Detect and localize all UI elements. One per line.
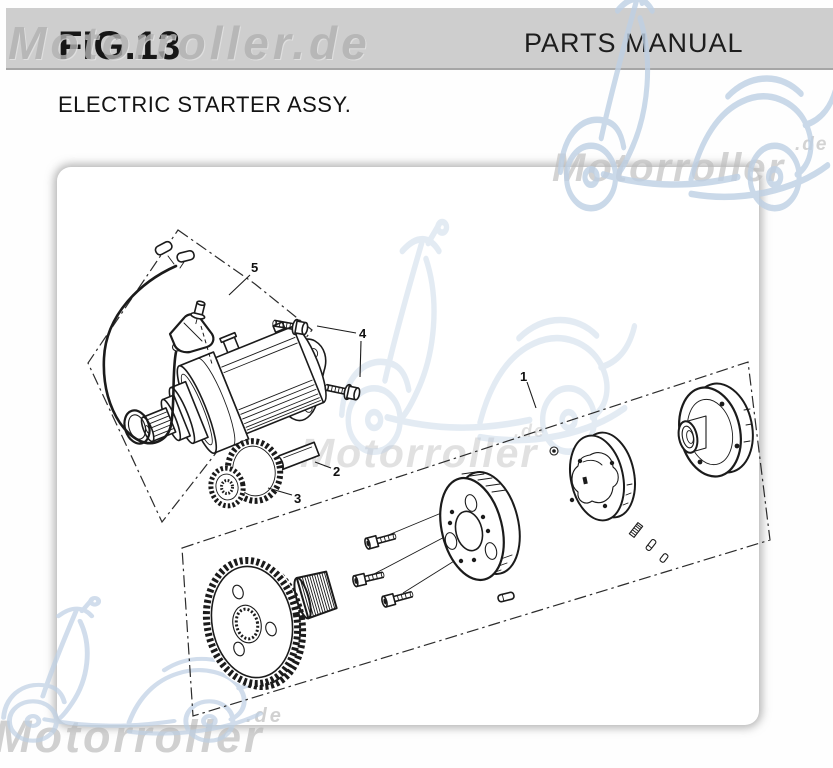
watermark-suffix: .de <box>795 134 829 155</box>
figure-label: FIG.13 <box>58 24 181 68</box>
manual-label: PARTS MANUAL <box>524 28 744 58</box>
content-box <box>57 167 759 725</box>
page-title: ELECTRIC STARTER ASSY. <box>58 92 352 117</box>
